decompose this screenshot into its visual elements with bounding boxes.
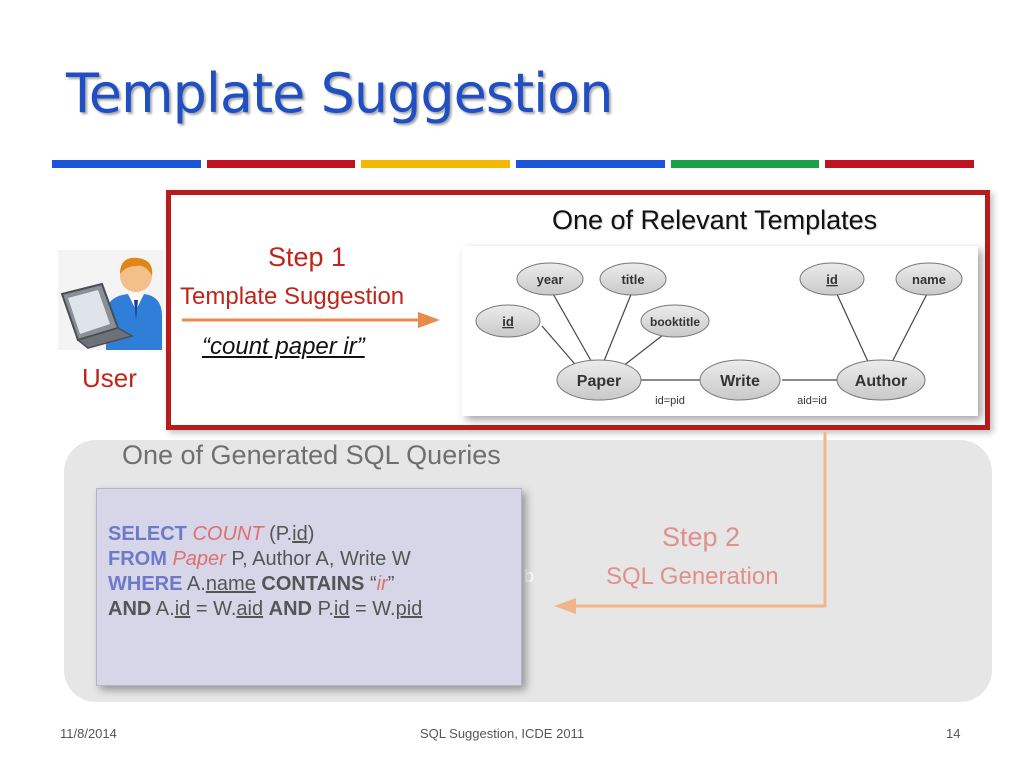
generated-sql-heading: One of Generated SQL Queries xyxy=(122,440,501,470)
divider-bar-3 xyxy=(361,160,511,168)
sql-line-select: SELECT COUNT (P.id) xyxy=(108,523,315,545)
er-template-diagram: year title id booktitle id name Paper Wr… xyxy=(462,246,978,416)
footer-page-number: 14 xyxy=(946,726,961,741)
divider-bar-2 xyxy=(206,160,356,168)
slide-title: Template Suggestion xyxy=(66,62,613,125)
footer-date: 11/8/2014 xyxy=(60,726,117,741)
entity-write-text: Write xyxy=(720,373,760,390)
attr-booktitle xyxy=(640,304,710,338)
attr-year-text: year xyxy=(537,272,564,287)
attr-id-paper xyxy=(475,304,541,338)
step1-subtitle: Template Suggestion xyxy=(180,283,405,310)
attr-year xyxy=(516,262,584,296)
attr-id-author xyxy=(799,262,865,296)
step1-arrow-icon xyxy=(182,312,440,328)
divider-bar-6 xyxy=(825,160,975,168)
divider-bar-1 xyxy=(52,160,201,168)
relevant-templates-heading: One of Relevant Templates xyxy=(552,205,878,235)
sql-line-and: AND A.id = W.aid AND P.id = W.pid xyxy=(108,598,423,620)
color-divider xyxy=(52,160,975,168)
entity-write xyxy=(699,359,781,401)
attr-id-paper-text: id xyxy=(502,314,514,329)
sql-query-box xyxy=(96,488,522,686)
join-label-write-author: aid=id xyxy=(797,395,827,407)
attr-name-text: name xyxy=(912,272,946,287)
entity-paper xyxy=(556,359,642,401)
step1-label: Step 1 xyxy=(268,242,347,272)
stray-text: b xyxy=(524,566,535,586)
step2-label: Step 2 xyxy=(662,522,741,552)
divider-bar-5 xyxy=(670,160,820,168)
attr-booktitle-text: booktitle xyxy=(650,315,700,329)
sql-query-text: SELECT COUNT (P.id) FROM Paper P, Author… xyxy=(108,522,422,622)
entity-paper-text: Paper xyxy=(577,373,621,390)
step2-arrow-icon xyxy=(554,432,827,614)
attr-title-text: title xyxy=(621,272,644,287)
sql-line-where: WHERE A.name CONTAINS “ir” xyxy=(108,573,395,595)
attr-title xyxy=(599,262,667,296)
attr-id-author-text: id xyxy=(826,272,838,287)
entity-author xyxy=(836,359,926,401)
entity-author-text: Author xyxy=(855,373,907,390)
join-label-paper-write: id=pid xyxy=(655,395,685,407)
attr-name xyxy=(895,262,963,296)
footer-center: SQL Suggestion, ICDE 2011 xyxy=(420,726,585,741)
divider-bar-4 xyxy=(516,160,665,168)
user-laptop-icon xyxy=(58,250,164,350)
sql-line-from: FROM Paper P, Author A, Write W xyxy=(108,548,411,570)
user-label: User xyxy=(82,363,137,393)
keyword-query: “count paper ir” xyxy=(202,333,365,360)
step2-subtitle: SQL Generation xyxy=(606,563,779,590)
